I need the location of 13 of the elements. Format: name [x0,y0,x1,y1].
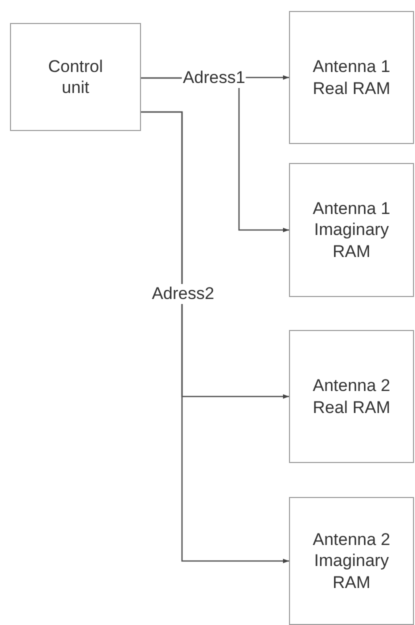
node-label: Antenna 1 Real RAM [312,56,392,99]
edge-label: Adress2 [150,284,216,304]
node-label: Antenna 1 Imaginary RAM [312,198,392,262]
arrow [141,111,289,564]
node-label: Control unit [47,56,104,98]
memory-box [289,11,414,144]
edge-label: Adress1 [182,68,246,88]
memory-box [289,330,414,463]
control-unit-box [10,23,141,131]
node-label: Antenna 2 Real RAM [312,375,392,418]
memory-box [289,497,414,625]
node-label: Antenna 2 Imaginary RAM [312,529,392,593]
memory-box [289,163,414,297]
